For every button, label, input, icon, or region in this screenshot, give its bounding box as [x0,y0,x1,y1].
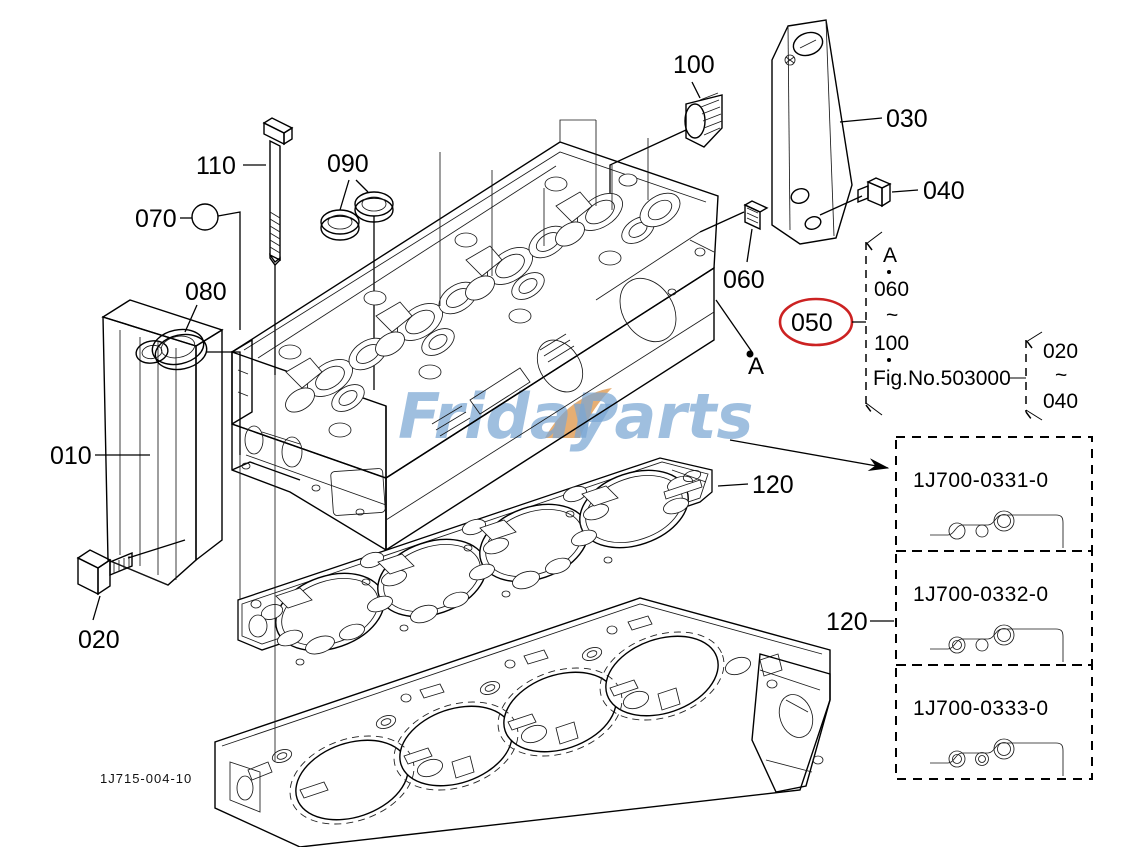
variant-profile-3 [930,738,1064,776]
part-040-bolt [819,177,892,216]
callout-110: 110 [196,152,266,180]
callout-120-gasket: 120 [717,471,794,499]
variant-part-number-2: 1J700-0332-0 [913,583,1049,606]
reference-range-tilde: ~ [886,304,898,327]
drawing-number: 1J715-004-10 [100,771,192,786]
callout-100: 100 [673,51,715,99]
callout-070: 070 [135,205,192,233]
callout-120-panel-label: 120 [826,608,868,636]
callout-010-label: 010 [50,442,92,470]
marker-a-body-label: A [748,353,764,380]
reference-range-to: 100 [874,332,909,355]
callout-030: 030 [839,105,928,133]
reference-sub-tilde: ~ [1055,364,1067,387]
callout-040-label: 040 [923,177,965,205]
part-110-head-bolt [262,117,294,375]
variant-profile-1 [930,510,1064,548]
callout-090-label: 090 [327,150,369,178]
part-050-cylinder-head [231,119,719,552]
reference-sub-from: 020 [1043,340,1078,363]
variant-part-number-3: 1J700-0333-0 [913,697,1049,720]
reference-marker-a: A [883,244,897,267]
callout-020: 020 [78,595,120,654]
part-030-side-plate [771,19,853,245]
variant-box-3 [895,664,1093,780]
watermark-text-friday: Friday [398,380,613,453]
callout-090: 090 [327,150,369,211]
callout-050-highlighted: 050 [778,297,866,347]
callout-060: 060 [723,266,765,294]
part-010-cover-rail [101,299,224,586]
reference-sub-to: 040 [1043,390,1078,413]
part-070-plug-ring [191,203,241,330]
callout-100-label: 100 [673,51,715,79]
part-080-seal-ring [151,328,208,371]
part-060-plug [699,200,769,263]
callout-050-label: 050 [791,309,833,337]
callout-070-label: 070 [135,205,177,233]
callout-020-label: 020 [78,626,120,654]
callout-030-label: 030 [886,105,928,133]
variants-panel: 1J700-0331-0 1J700-0332-0 1J700-0333-0 [826,436,1093,780]
marker-a-body: A [715,299,764,380]
callout-040: 040 [891,177,965,205]
part-020-bolt [76,539,186,596]
callout-110-label: 110 [196,152,236,180]
watermark: Friday Parts [398,380,753,453]
watermark-text-parts: Parts [573,380,753,453]
callout-080-label: 080 [185,278,227,306]
reference-fig-label: Fig.No.503000 [873,367,1011,390]
callout-060-label: 060 [723,266,765,294]
callout-120-gasket-label: 120 [752,471,794,499]
gasket-to-variants-arrow [729,439,890,471]
variant-part-number-1: 1J700-0331-0 [913,469,1049,492]
variant-profile-2 [930,624,1064,662]
reference-box: A 060 ~ 100 Fig.No.503000 020 ~ 040 [865,231,1078,421]
reference-range-from: 060 [874,278,909,301]
callout-080: 080 [184,278,241,455]
callout-010: 010 [50,442,150,470]
part-120-head-gasket [237,457,713,666]
engine-block [214,597,831,847]
part-100-threaded-plug [609,92,723,210]
